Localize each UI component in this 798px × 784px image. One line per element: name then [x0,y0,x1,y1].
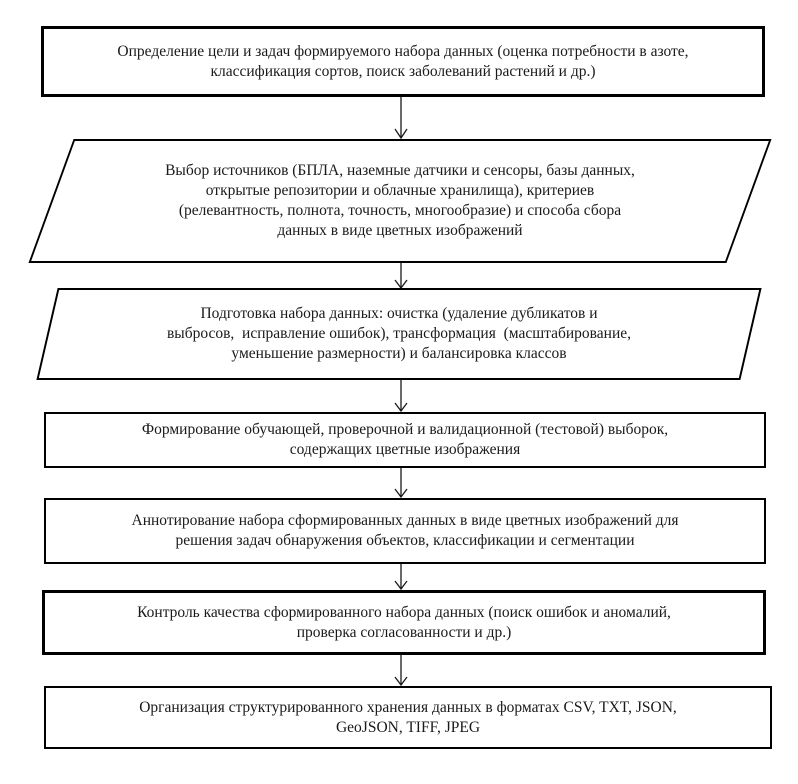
step-text: Выбор источников (БПЛА, наземные датчики… [53,161,747,241]
step-text: Определение цели и задач формируемого на… [44,42,762,82]
arrow-down-icon [394,97,408,139]
step-text-line: классификация сортов, поиск заболеваний … [210,62,596,80]
step-text-line: Организация структурированного хранения … [139,698,677,716]
flowchart-step-quality-control: Контроль качества сформированного набора… [42,590,766,655]
arrow-down-icon [394,468,408,498]
step-text-line: Выбор источников (БПЛА, наземные датчики… [165,162,635,179]
connector-arrow-down-2 [393,263,409,289]
flowchart-step-select-sources: Выбор источников (БПЛА, наземные датчики… [28,139,772,263]
step-text-line: проверка согласованности и др.) [296,623,512,641]
connector-arrow-down-5 [393,564,409,590]
step-text-line: данных в виде цветных изображений [277,222,523,239]
step-text-line: Определение цели и задач формируемого на… [117,42,689,60]
arrow-down-icon [394,263,408,289]
connector-arrow-down-1 [393,97,409,139]
flowchart-step-annotate-dataset: Аннотирование набора сформированных данн… [44,498,766,564]
step-text-line: уменьшение размерности) и балансировка к… [231,345,567,362]
arrow-down-icon [394,564,408,590]
step-text: Организация структурированного хранения … [46,698,770,738]
step-text-line: содержащих цветные изображения [289,441,521,458]
step-text-line: Контроль качества сформированного набора… [137,603,671,621]
flowchart-step-structured-storage: Организация структурированного хранения … [44,686,772,749]
arrow-down-icon [394,655,408,686]
flowchart-step-prepare-dataset: Подготовка набора данных: очистка (удале… [36,288,762,380]
flowchart-step-form-samples: Формирование обучающей, проверочной и ва… [44,412,766,468]
connector-arrow-down-4 [393,468,409,498]
step-text-line: Аннотирование набора сформированных данн… [131,512,679,529]
step-text-line: решения задач обнаружения объектов, клас… [175,532,635,549]
step-text-line: (релевантность, полнота, точность, много… [178,202,622,219]
connector-arrow-down-3 [393,380,409,412]
step-text-line: открытые репозитории и облачные хранилищ… [205,182,595,199]
step-text-line: Формирование обучающей, проверочной и ва… [141,421,669,438]
arrow-down-icon [394,380,408,412]
step-text: Контроль качества сформированного набора… [45,603,763,643]
step-text-line: Подготовка набора данных: очистка (удале… [200,305,598,322]
flowchart-step-define-goals: Определение цели и задач формируемого на… [41,26,765,97]
connector-arrow-down-6 [393,655,409,686]
step-text: Формирование обучающей, проверочной и ва… [46,420,764,460]
step-text: Аннотирование набора сформированных данн… [46,511,764,551]
step-text: Подготовка набора данных: очистка (удале… [49,304,749,364]
step-text-line: выбросов, исправление ошибок), трансформ… [166,325,632,342]
step-text-line: GeoJSON, TIFF, JPEG [335,718,481,736]
